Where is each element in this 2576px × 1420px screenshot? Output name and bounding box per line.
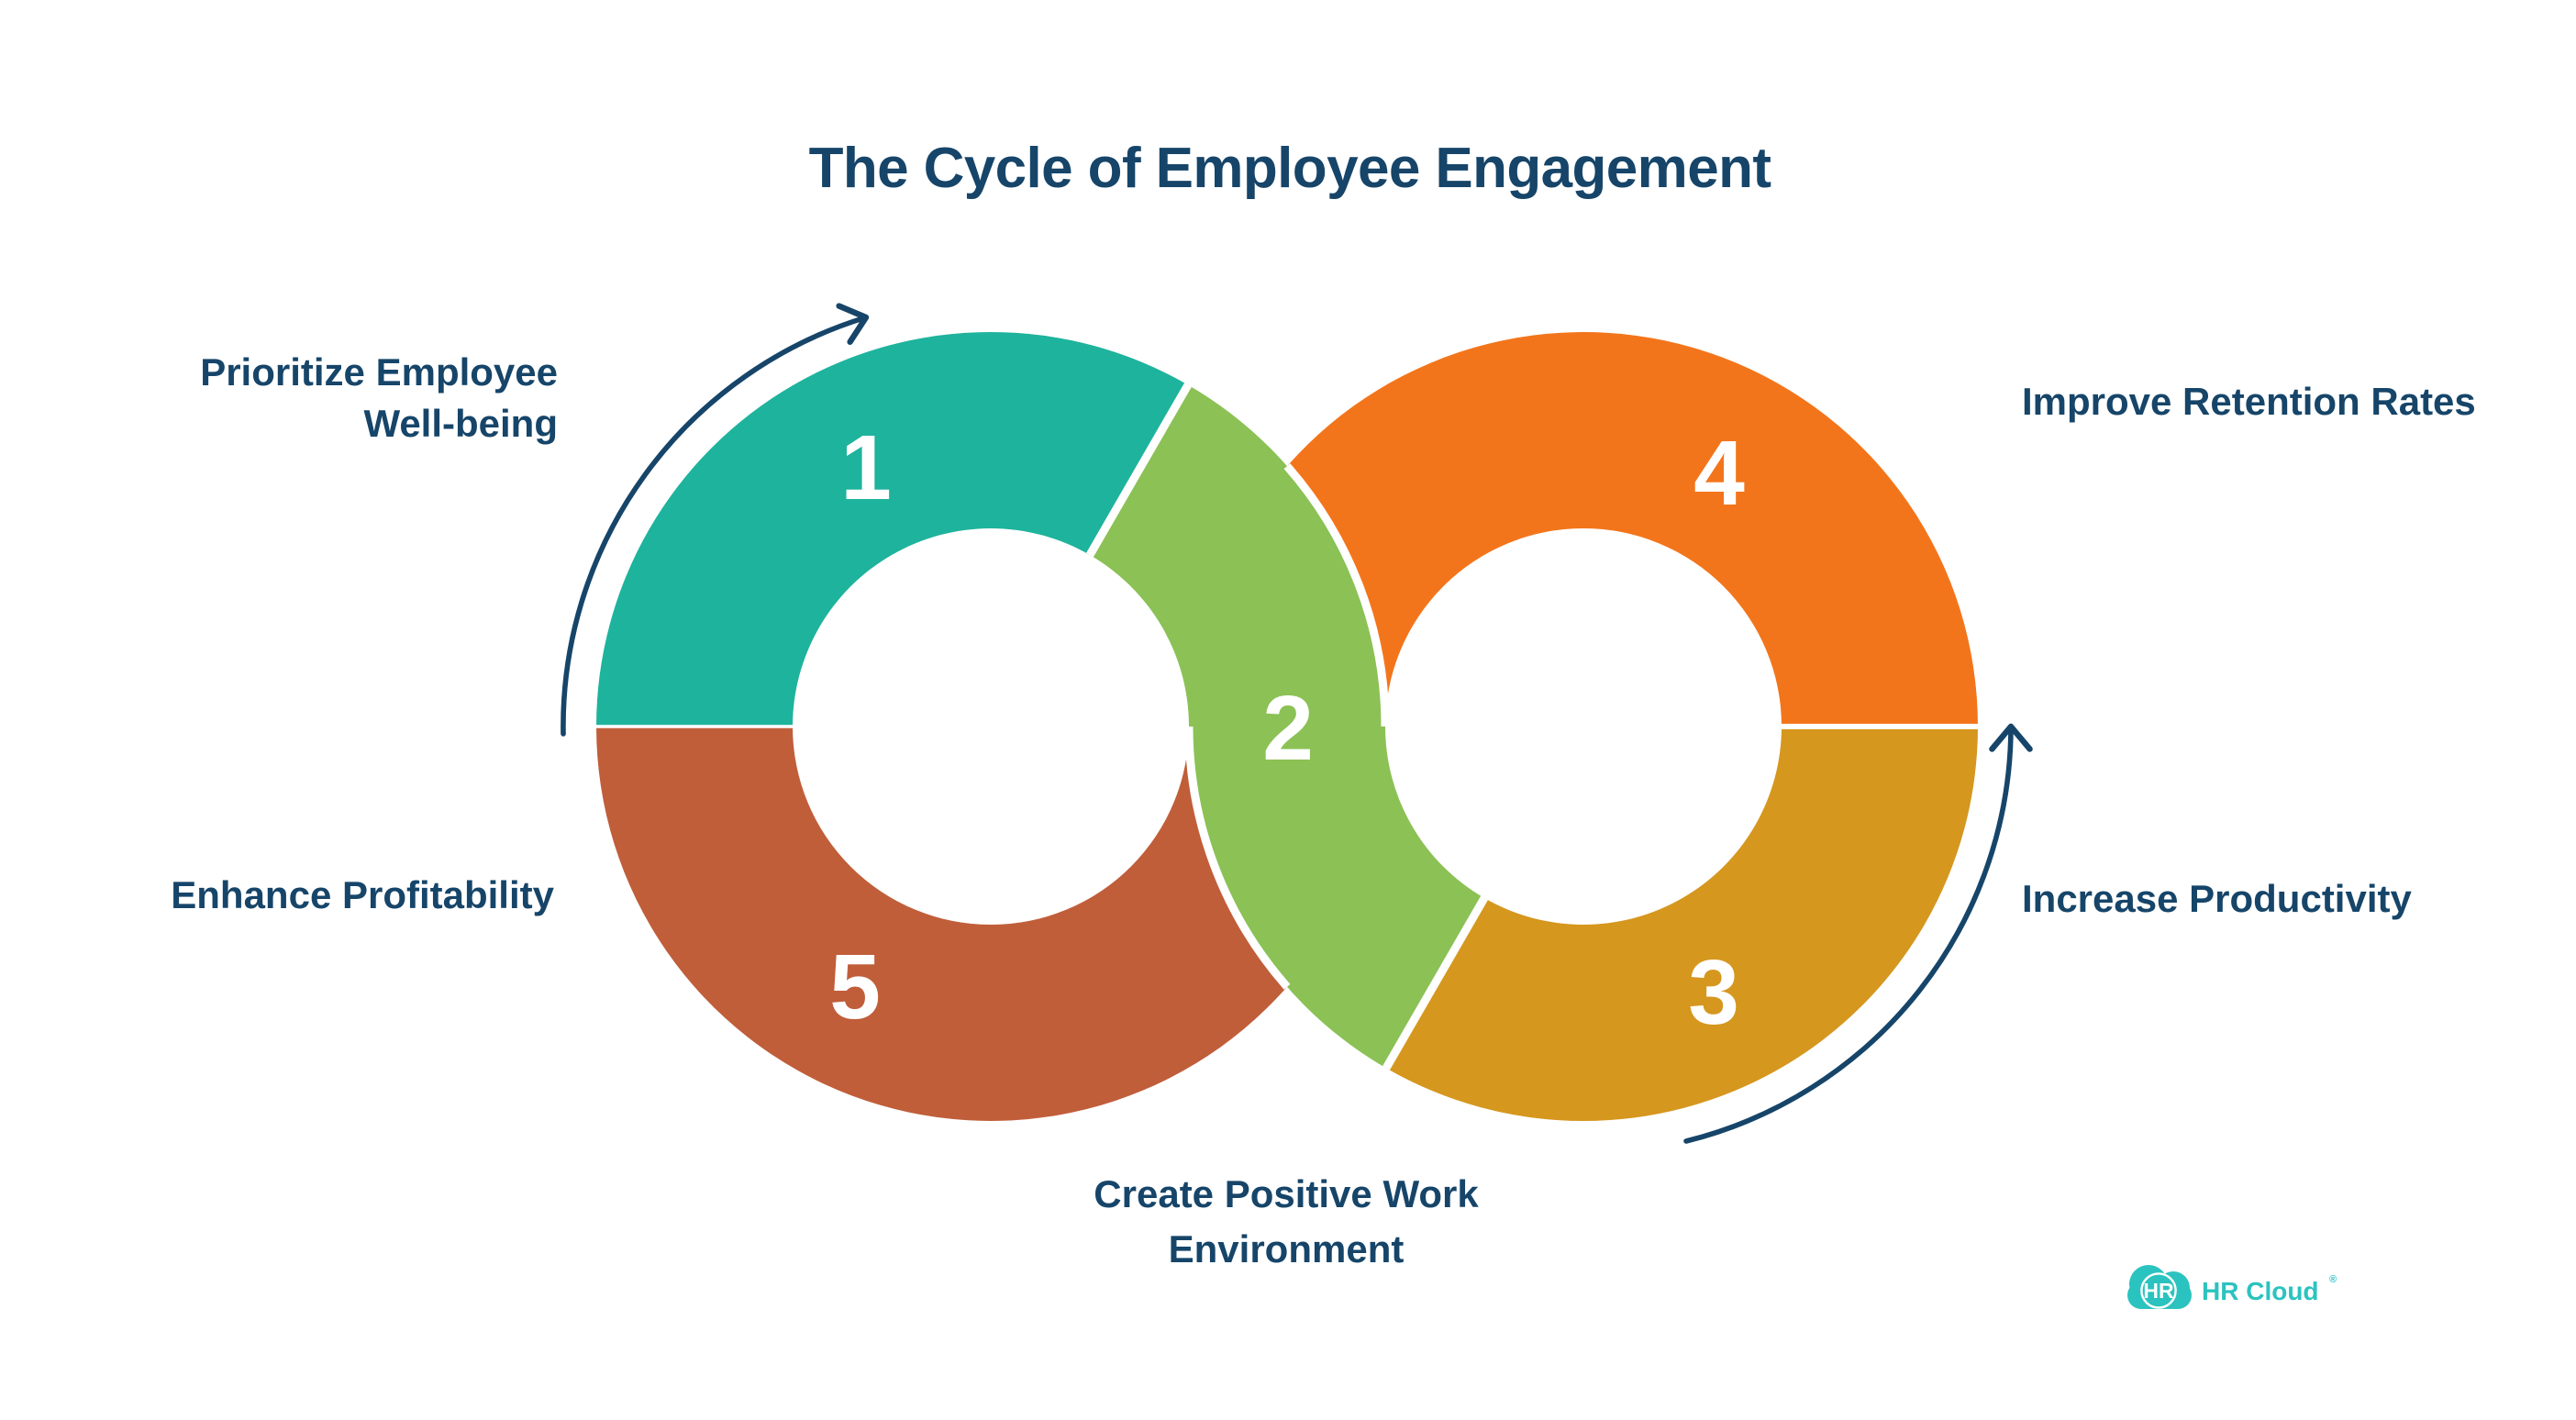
- step-number-5: 5: [829, 936, 881, 1038]
- label-step3: Increase Productivity: [2022, 877, 2412, 920]
- hr-cloud-logo: HR HR Cloud ®: [2127, 1265, 2337, 1309]
- step-number-1: 1: [840, 416, 892, 519]
- label-step2-line2: Environment: [1169, 1227, 1405, 1270]
- segment-4-retention: [1287, 332, 1978, 727]
- registered-mark: ®: [2329, 1274, 2337, 1285]
- label-step4: Improve Retention Rates: [2022, 380, 2476, 423]
- arrow-head-left-icon: [836, 303, 870, 345]
- step-labels: Prioritize Employee Well-being Improve R…: [171, 350, 2476, 1270]
- cloud-icon: HR: [2127, 1265, 2192, 1309]
- gap-green-gold: [1382, 895, 1488, 1071]
- segment-1-wellbeing: [596, 331, 1188, 727]
- infinity-rings: 1 2 3 4 5: [596, 331, 1978, 1122]
- gap-rust-green: [1184, 726, 1291, 990]
- step-number-4: 4: [1693, 422, 1745, 525]
- label-step1-line2: Well-being: [363, 402, 558, 445]
- segment-2-positive-work: [1090, 384, 1484, 1069]
- label-step2-line1: Create Positive Work: [1094, 1172, 1479, 1215]
- label-step1-line1: Prioritize Employee: [200, 350, 558, 394]
- badge-ring: [2140, 1272, 2177, 1309]
- step-number-2: 2: [1262, 677, 1314, 780]
- arrow-curve-left: [561, 315, 869, 737]
- segment-gaps: [596, 383, 1978, 1071]
- diagram-title: The Cycle of Employee Engagement: [809, 137, 1771, 200]
- arrow-curve-right: [1683, 724, 2014, 1144]
- flow-arrow-right: [1683, 723, 2033, 1144]
- gap-green-orange: [1283, 463, 1390, 727]
- arrow-head-right-icon: [1989, 723, 2033, 752]
- logo-badge-text: HR: [2143, 1279, 2174, 1303]
- step-number-3: 3: [1688, 941, 1739, 1044]
- segment-5-profitability: [596, 727, 1287, 1121]
- logo-brand-text: HR Cloud: [2202, 1277, 2319, 1305]
- segment-3-productivity: [1386, 727, 1978, 1122]
- flow-arrow-left: [561, 303, 870, 737]
- label-step5: Enhance Profitability: [171, 873, 554, 916]
- gap-teal-green: [1086, 383, 1192, 558]
